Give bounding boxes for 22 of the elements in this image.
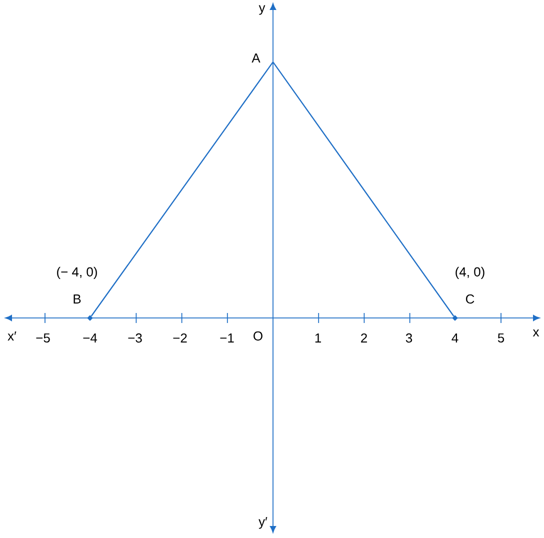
coordinate-label: (− 4, 0) [57, 266, 97, 280]
axis-label: −5 [36, 333, 50, 343]
axis-label: y [258, 5, 266, 15]
coordinate-label: (4, 0) [456, 266, 484, 280]
point-label: B [74, 294, 81, 304]
axis-label: −2 [173, 333, 187, 343]
axis-label: −4 [83, 334, 98, 342]
axis-label: x′ [8, 332, 16, 340]
axis-label: 3 [406, 333, 412, 343]
axis-label: −1 [220, 334, 234, 342]
axis-label: x [532, 330, 540, 336]
point-label: A [252, 54, 260, 62]
point-label: C [466, 294, 474, 304]
axis-label: y′ [258, 517, 268, 529]
axis-label: O [254, 331, 262, 341]
axis-label: 5 [498, 333, 504, 343]
axis-label: 1 [315, 334, 321, 342]
triangle-side [90, 62, 274, 316]
axis-label: 4 [452, 334, 458, 342]
triangle-side [272, 62, 454, 316]
axis-label: 2 [361, 333, 367, 343]
axis-label: −3 [128, 333, 142, 343]
